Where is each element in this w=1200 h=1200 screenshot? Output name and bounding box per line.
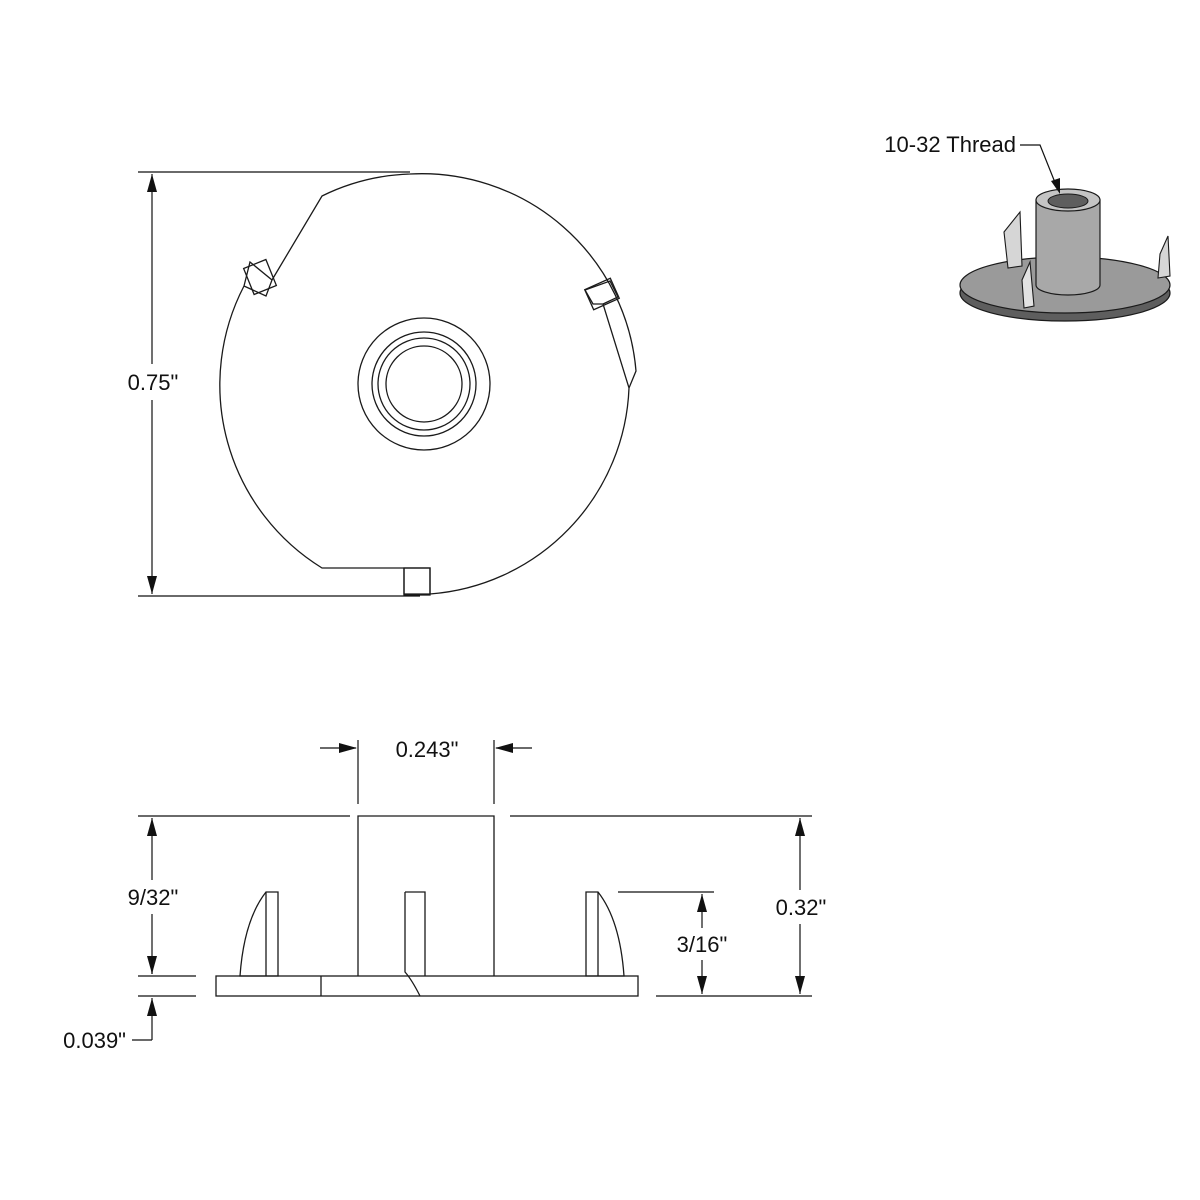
iso-prong-front	[1021, 259, 1035, 309]
thread-ring	[377, 337, 471, 431]
arrow-width-right	[495, 743, 513, 753]
barrel-height-label: 3/16"	[677, 932, 728, 957]
side-prong-center	[404, 891, 426, 997]
barrel-inner	[371, 331, 477, 437]
arrow-up	[147, 174, 157, 192]
barrel-width-label: 0.243"	[396, 737, 459, 762]
side-view: 0.243" 9/32" 0.039" 0.32" 3/16"	[63, 737, 836, 1053]
thread-leader	[1020, 144, 1059, 191]
side-prong-left	[239, 891, 279, 977]
prong-tab-bottom	[403, 567, 431, 596]
thread-leader-arrow	[1051, 178, 1060, 194]
side-barrel	[357, 815, 495, 976]
iso-prong-left	[1003, 210, 1023, 269]
thread-callout: 10-32 Thread	[884, 132, 1016, 157]
iso-barrel	[1035, 199, 1101, 296]
bore	[385, 345, 463, 423]
arrow-down	[147, 576, 157, 594]
barrel-outer	[357, 317, 491, 451]
side-flange	[215, 975, 639, 997]
prong-tab-right	[583, 277, 621, 311]
prong-tab-left	[242, 258, 278, 296]
arrow-width-left	[339, 743, 357, 753]
top-view: 0.75"	[115, 171, 637, 597]
flange-thickness-label: 0.039"	[63, 1028, 126, 1053]
flange-outline	[219, 173, 637, 595]
side-prong-right	[585, 891, 625, 977]
iso-bore	[1047, 193, 1089, 209]
iso-view: 10-32 Thread	[884, 132, 1171, 322]
iso-prong-right	[1157, 235, 1171, 279]
diameter-label: 0.75"	[128, 370, 179, 395]
prong-height-label: 9/32"	[128, 885, 179, 910]
overall-height-label: 0.32"	[776, 895, 827, 920]
